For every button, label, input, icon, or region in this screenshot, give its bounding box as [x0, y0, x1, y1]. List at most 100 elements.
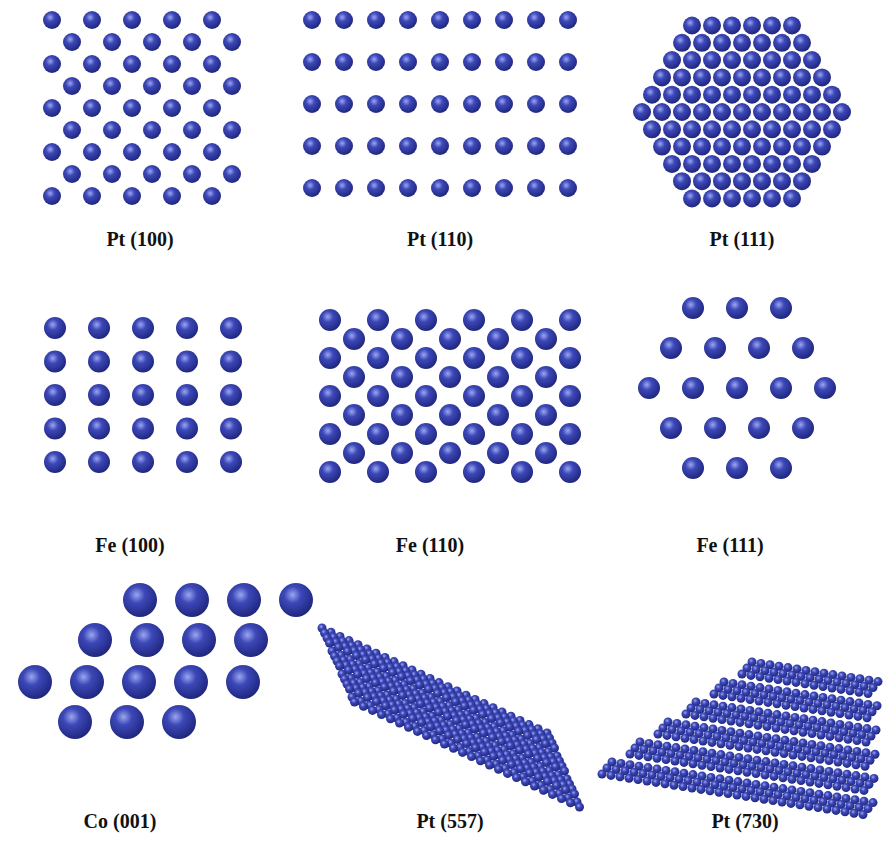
atom-sphere: [123, 187, 141, 205]
atom-sphere: [367, 137, 385, 155]
atom-sphere: [793, 34, 811, 52]
atom-sphere: [827, 708, 836, 717]
atom-sphere: [845, 711, 854, 720]
atom-sphere: [813, 138, 831, 156]
atom-sphere: [779, 773, 788, 782]
atom-sphere: [745, 719, 754, 728]
atom-sphere: [303, 137, 321, 155]
atom-sphere: [673, 103, 691, 121]
atom-sphere: [723, 120, 741, 138]
atom-sphere: [391, 442, 413, 464]
atom-sphere: [422, 731, 431, 740]
atom-sphere: [783, 51, 801, 69]
atom-sphere: [713, 172, 731, 190]
atom-sphere: [548, 790, 557, 799]
atom-sphere: [335, 137, 353, 155]
atom-sphere: [511, 423, 533, 445]
atom-sphere: [303, 95, 321, 113]
atom-sphere: [773, 34, 791, 52]
atom-sphere: [710, 690, 719, 699]
atom-sphere: [841, 807, 850, 816]
atom-sphere: [683, 86, 701, 104]
atom-sphere: [132, 418, 154, 440]
atom-sphere: [793, 68, 811, 86]
atom-sphere: [103, 165, 121, 183]
atom-sphere: [223, 121, 241, 139]
atom-sphere: [755, 697, 764, 706]
atom-sphere: [859, 810, 868, 819]
atom-sphere: [63, 121, 81, 139]
atom-sphere: [176, 384, 198, 406]
atom-sphere: [703, 120, 721, 138]
atom-sphere: [439, 404, 461, 426]
atom-sphere: [203, 143, 221, 161]
atom-sphere: [367, 385, 389, 407]
atom-sphere: [824, 780, 833, 789]
atom-sphere: [174, 665, 208, 699]
atom-sphere: [103, 77, 121, 95]
atom-sphere: [682, 297, 704, 319]
atom-sphere: [163, 187, 181, 205]
atom-sphere: [535, 442, 557, 464]
atom-sphere: [760, 795, 769, 804]
atom-sphere: [559, 347, 581, 369]
atom-sphere: [495, 137, 513, 155]
atom-sphere: [728, 692, 737, 701]
atom-sphere: [223, 165, 241, 183]
atom-sphere: [823, 86, 841, 104]
atom-sphere: [707, 762, 716, 771]
atom-sphere: [63, 77, 81, 95]
atom-sphere: [810, 681, 819, 690]
atom-sphere: [717, 739, 726, 748]
atom-sphere: [557, 794, 566, 803]
atom-sphere: [663, 731, 672, 740]
atom-sphere: [753, 172, 771, 190]
atom-sphere: [718, 715, 727, 724]
atom-sphere: [319, 423, 341, 445]
atom-sphere: [368, 706, 377, 715]
atom-sphere: [431, 179, 449, 197]
atom-sphere: [703, 51, 721, 69]
atom-sphere: [783, 677, 792, 686]
atom-sphere: [852, 760, 861, 769]
atom-sphere: [182, 623, 216, 657]
atom-sphere: [742, 792, 751, 801]
atom-sphere: [653, 68, 671, 86]
atom-sphere: [683, 51, 701, 69]
atom-sphere: [763, 86, 781, 104]
atom-sphere: [846, 686, 855, 695]
atom-sphere: [335, 95, 353, 113]
atom-sphere: [431, 11, 449, 29]
atom-sphere: [88, 351, 110, 373]
atom-sphere: [814, 377, 836, 399]
atom-sphere: [823, 805, 832, 814]
atom-sphere: [535, 328, 557, 350]
atom-sphere: [103, 121, 121, 139]
atom-sphere: [771, 748, 780, 757]
atom-sphere: [773, 138, 791, 156]
atom-sphere: [763, 17, 781, 35]
atom-sphere: [792, 678, 801, 687]
atom-sphere: [723, 51, 741, 69]
atom-sphere: [743, 86, 761, 104]
atom-sphere: [566, 798, 575, 807]
atom-sphere: [176, 451, 198, 473]
atom-sphere: [813, 68, 831, 86]
atom-sphere: [836, 709, 845, 718]
atom-sphere: [724, 789, 733, 798]
atom-sphere: [386, 714, 395, 723]
atom-sphere: [703, 86, 721, 104]
atom-sphere: [751, 793, 760, 802]
atom-sphere: [638, 377, 660, 399]
atom-sphere: [663, 86, 681, 104]
atom-sphere: [737, 694, 746, 703]
atom-sphere: [463, 347, 485, 369]
atom-sphere: [743, 17, 761, 35]
atom-sphere: [753, 34, 771, 52]
atom-sphere: [793, 103, 811, 121]
atom-sphere: [404, 723, 413, 732]
atom-sphere: [738, 670, 747, 679]
atom-sphere: [18, 665, 52, 699]
atom-sphere: [123, 55, 141, 73]
atom-sphere: [835, 733, 844, 742]
